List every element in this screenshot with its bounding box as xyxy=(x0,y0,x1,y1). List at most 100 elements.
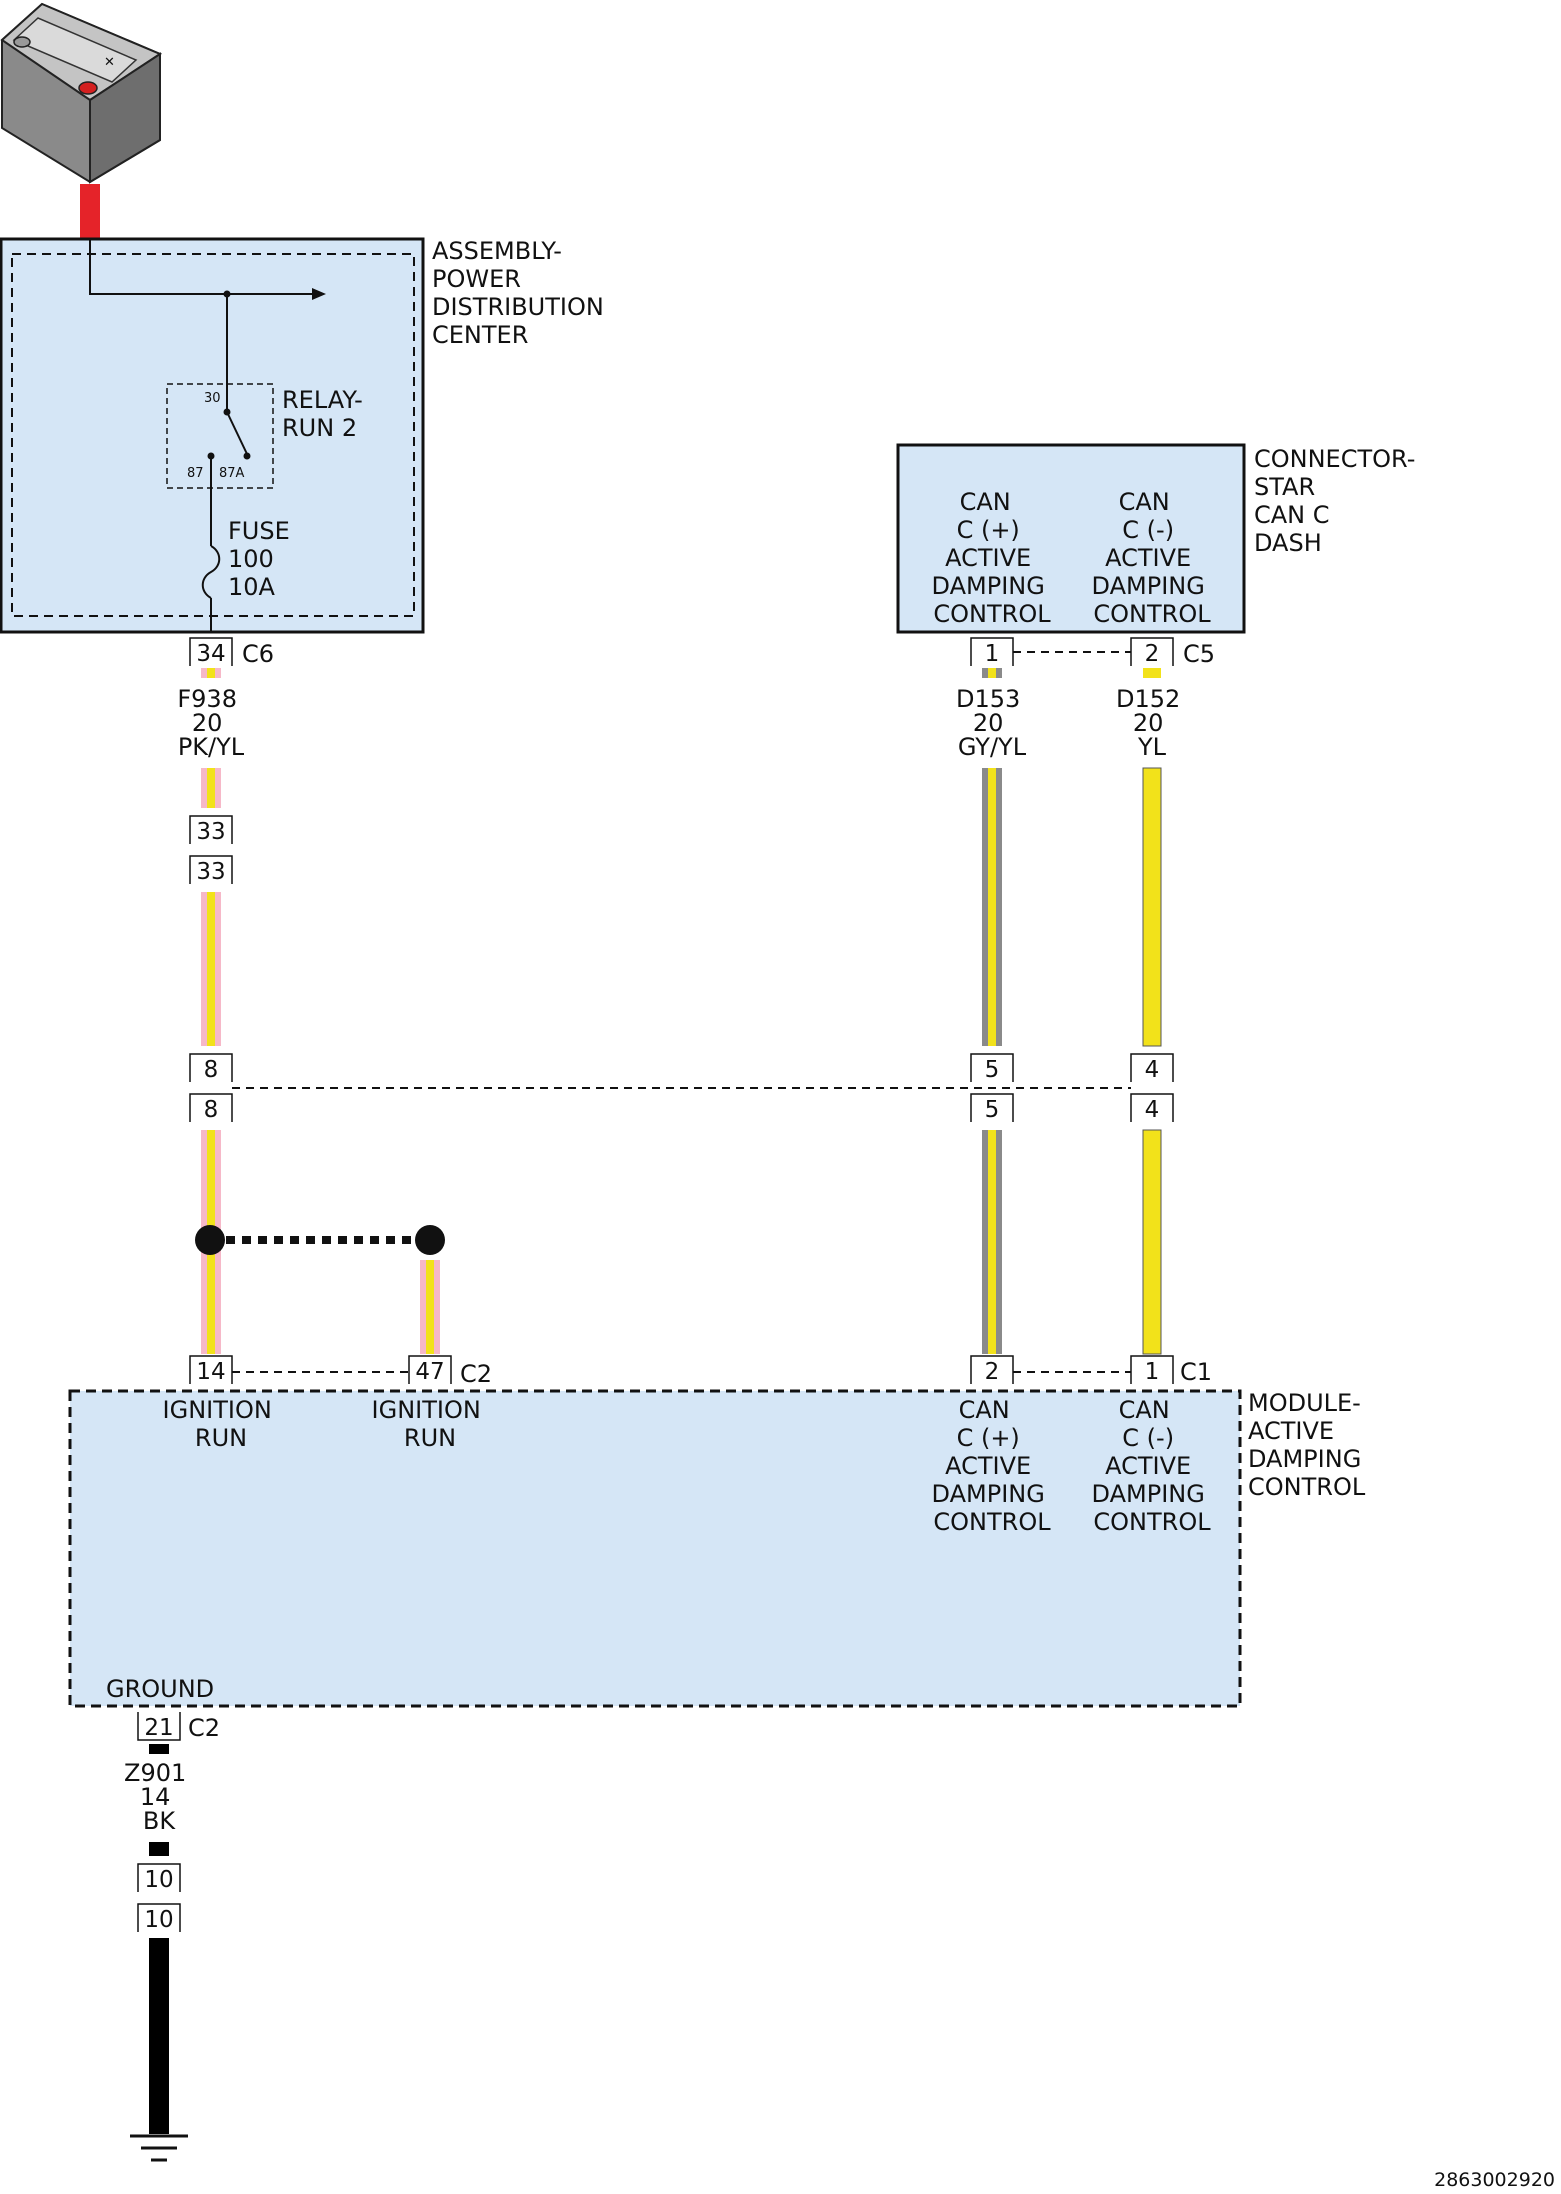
wire-f938-label: F938 20 PK/YL xyxy=(177,685,244,761)
pdc-name-1: ASSEMBLY- xyxy=(432,237,562,265)
relay-switch-arm xyxy=(226,411,248,455)
relay-pin-30-label: 30 xyxy=(204,391,221,406)
pdc-name-2: POWER xyxy=(432,265,521,293)
fuse-label-1: FUSE xyxy=(228,517,290,545)
module-pin1-function: CAN C (-) ACTIVE DAMPING CONTROL xyxy=(1092,1396,1213,1536)
pin-inline-5a: 5 xyxy=(985,1057,1000,1083)
module-pin14-function: IGNITION RUN xyxy=(163,1396,280,1452)
star-func2-1: CAN xyxy=(1119,488,1170,516)
power-distribution-center xyxy=(0,237,425,634)
star-func1-4: DAMPING xyxy=(932,572,1045,600)
pdc-name-3: DISTRIBUTION xyxy=(432,293,604,321)
module-name: MODULE- ACTIVE DAMPING CONTROL xyxy=(1248,1389,1369,1501)
module-pin2-function: CAN C (+) ACTIVE DAMPING CONTROL xyxy=(932,1396,1053,1536)
wire-d152-seg-1 xyxy=(1143,668,1161,678)
wire-d153-label: D153 20 GY/YL xyxy=(956,685,1028,761)
connector-c6-label: C6 xyxy=(242,640,274,668)
module-pin47-function: IGNITION RUN xyxy=(372,1396,489,1452)
mod1-func-3: ACTIVE xyxy=(1105,1452,1191,1480)
pdc-name: ASSEMBLY- POWER DISTRIBUTION CENTER xyxy=(432,237,611,349)
wire-branch-pin47 xyxy=(420,1260,440,1354)
svg-text:✕: ✕ xyxy=(104,55,115,70)
pin-inline-5b: 5 xyxy=(985,1097,1000,1123)
mod14-func-1: IGNITION xyxy=(163,1396,272,1424)
wire-f938-seg-1 xyxy=(201,668,221,678)
z901-line-2: 14 xyxy=(140,1783,171,1811)
wire-z901-label: Z901 14 BK xyxy=(124,1759,194,1835)
document-id: 2863002920 xyxy=(1434,2169,1555,2191)
star-func1-1: CAN xyxy=(960,488,1011,516)
pdc-name-4: CENTER xyxy=(432,321,528,349)
pin-inline-8a: 8 xyxy=(204,1057,219,1083)
module-ground-label: GROUND xyxy=(106,1675,214,1703)
relay-name-2: RUN 2 xyxy=(282,414,357,442)
relay-pin-87a-label: 87A xyxy=(219,466,245,481)
f938-line-3: PK/YL xyxy=(178,733,245,761)
pin-module-2: 2 xyxy=(985,1359,1000,1385)
pin-star-2: 2 xyxy=(1145,641,1160,667)
relay-name-1: RELAY- xyxy=(282,386,363,414)
star-name-4: DASH xyxy=(1254,529,1322,557)
star-name-1: CONNECTOR- xyxy=(1254,445,1415,473)
wire-d153-seg-1 xyxy=(982,668,1002,678)
wire-d152-label: D152 20 YL xyxy=(1116,685,1188,761)
z901-line-3: BK xyxy=(143,1807,176,1835)
star-func2-4: DAMPING xyxy=(1092,572,1205,600)
relay-name: RELAY- RUN 2 xyxy=(282,386,370,442)
battery-icon: ✕ xyxy=(0,2,163,184)
d152-line-2: 20 xyxy=(1133,709,1164,737)
relay-pin-87-label: 87 xyxy=(187,466,204,481)
module-name-1: MODULE- xyxy=(1248,1389,1361,1417)
mod47-func-1: IGNITION xyxy=(372,1396,481,1424)
pin-module-47: 47 xyxy=(415,1359,444,1385)
star-func2-5: CONTROL xyxy=(1093,600,1211,628)
star-connector-box xyxy=(896,443,1246,634)
star-func2-3: ACTIVE xyxy=(1105,544,1191,572)
fuse-label: FUSE 100 10A xyxy=(228,517,297,601)
mod2-func-4: DAMPING xyxy=(932,1480,1045,1508)
wire-d153 xyxy=(982,668,1002,1354)
star-func1-2: C (+) xyxy=(957,516,1020,544)
star-name-2: STAR xyxy=(1254,473,1315,501)
wire-d152-seg-3 xyxy=(1142,1129,1162,1355)
connector-c1-label: C1 xyxy=(1180,1358,1212,1386)
star-name-3: CAN C xyxy=(1254,501,1330,529)
wire-z901-seg-1 xyxy=(149,1744,169,1754)
mod47-func-2: RUN xyxy=(404,1424,456,1452)
wire-z901 xyxy=(149,1744,169,2134)
pin-ground-10b: 10 xyxy=(144,1907,173,1933)
relay-contact-87a xyxy=(243,452,251,460)
fuse-label-2: 100 xyxy=(228,545,274,573)
pdc-bus-line xyxy=(89,240,312,295)
splice-dot-icon-2 xyxy=(415,1225,445,1255)
fuse-label-3: 10A xyxy=(228,573,276,601)
fuse-icon xyxy=(201,545,221,599)
pin-module-21: 21 xyxy=(144,1715,173,1741)
wire-z901-seg-2 xyxy=(149,1842,169,1856)
wire-f938-seg-3 xyxy=(201,892,221,1046)
mod2-func-2: C (+) xyxy=(957,1424,1020,1452)
pin-inline-4b: 4 xyxy=(1145,1097,1160,1123)
module-name-4: CONTROL xyxy=(1248,1473,1366,1501)
pin-ground-10a: 10 xyxy=(144,1867,173,1893)
wire-f938-seg-2 xyxy=(201,768,221,808)
pin-module-14: 14 xyxy=(196,1359,225,1385)
mod1-func-4: DAMPING xyxy=(1092,1480,1205,1508)
pin-inline-8b: 8 xyxy=(204,1097,219,1123)
pin-boxes: 34 33 33 1 2 8 8 5 5 4 4 14 47 2 1 21 10 xyxy=(137,637,1174,1933)
module-box xyxy=(68,1389,1242,1708)
battery-cable xyxy=(80,184,100,240)
bus-arrow-icon xyxy=(312,288,326,300)
d153-line-2: 20 xyxy=(973,709,1004,737)
module-name-2: ACTIVE xyxy=(1248,1417,1334,1445)
wire-d153-seg-2 xyxy=(982,768,1002,1046)
f938-line-2: 20 xyxy=(192,709,223,737)
star-pin2-function: CAN C (-) ACTIVE DAMPING CONTROL xyxy=(1092,488,1213,628)
d152-line-3: YL xyxy=(1137,733,1167,761)
mod1-func-1: CAN xyxy=(1119,1396,1170,1424)
wire-d152 xyxy=(1142,668,1162,1355)
d153-line-3: GY/YL xyxy=(958,733,1027,761)
pin-pdc-34: 34 xyxy=(196,641,225,667)
pin-inline-33b: 33 xyxy=(196,859,225,885)
